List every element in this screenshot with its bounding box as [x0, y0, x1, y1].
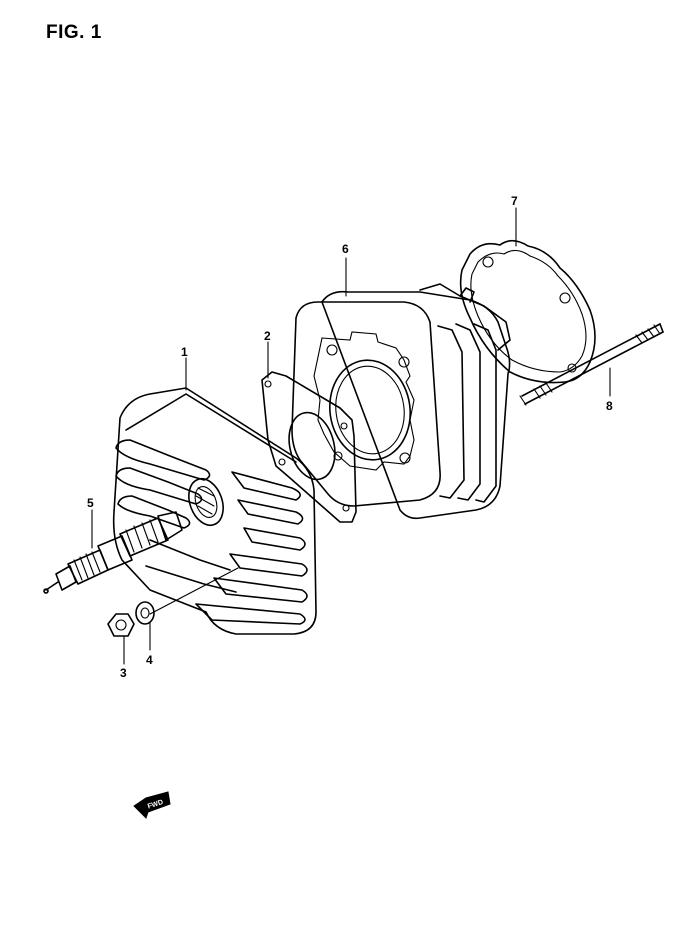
- callout-6: 6: [342, 242, 349, 256]
- part-5-spark-plug[interactable]: [43, 511, 183, 594]
- part-7-gasket[interactable]: [459, 239, 596, 384]
- leader-lines: [91, 207, 611, 665]
- callout-5: 5: [87, 496, 94, 510]
- part-4-washer[interactable]: [135, 601, 155, 625]
- part-1-cylinder-head[interactable]: [112, 387, 317, 635]
- callout-7: 7: [511, 194, 518, 208]
- part-8-stud-bolt[interactable]: [519, 323, 664, 406]
- callout-3: 3: [120, 666, 127, 680]
- part-6-cylinder[interactable]: [291, 283, 511, 520]
- callout-2: 2: [264, 329, 271, 343]
- part-2-head-gasket[interactable]: [261, 371, 357, 523]
- callout-8: 8: [606, 399, 613, 413]
- part-3-nut[interactable]: [107, 613, 135, 637]
- callout-1: 1: [181, 345, 188, 359]
- forward-arrow-label: FWD: [147, 799, 164, 811]
- figure-title: FIG. 1: [46, 22, 102, 43]
- forward-arrow-icon: FWD: [133, 791, 171, 819]
- callout-4: 4: [146, 653, 153, 667]
